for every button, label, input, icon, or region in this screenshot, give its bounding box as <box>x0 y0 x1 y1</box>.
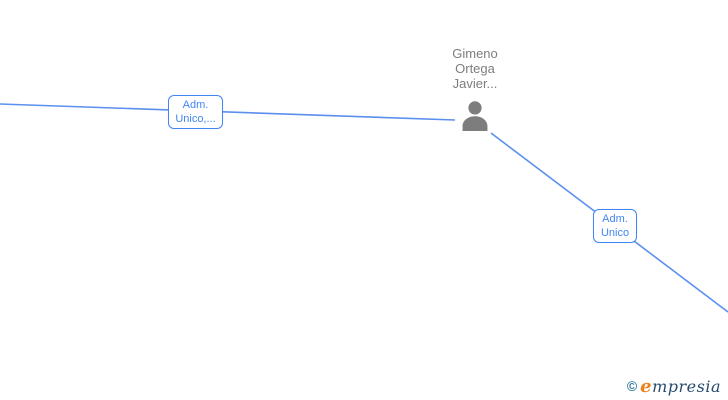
edge-line-adm-unico-1 <box>0 103 456 121</box>
copyright-icon: © <box>626 378 638 394</box>
edge-label-text: Adm. Unico,... <box>175 99 216 125</box>
edge-label-text: Adm. Unico <box>600 213 630 239</box>
empresia-logo-text: empresia <box>640 376 721 397</box>
person-node-gimeno-ortega[interactable]: Gimeno Ortega Javier... <box>445 46 505 134</box>
person-icon <box>457 98 493 134</box>
person-node-label: Gimeno Ortega Javier... <box>452 46 498 91</box>
empresia-watermark[interactable]: © empresia <box>627 376 721 397</box>
logo-rest: mpresia <box>652 377 721 396</box>
logo-first-letter: e <box>640 376 653 397</box>
edge-label-adm-unico-2[interactable]: Adm. Unico <box>593 209 637 243</box>
edge-label-adm-unico-1[interactable]: Adm. Unico,... <box>168 95 223 129</box>
